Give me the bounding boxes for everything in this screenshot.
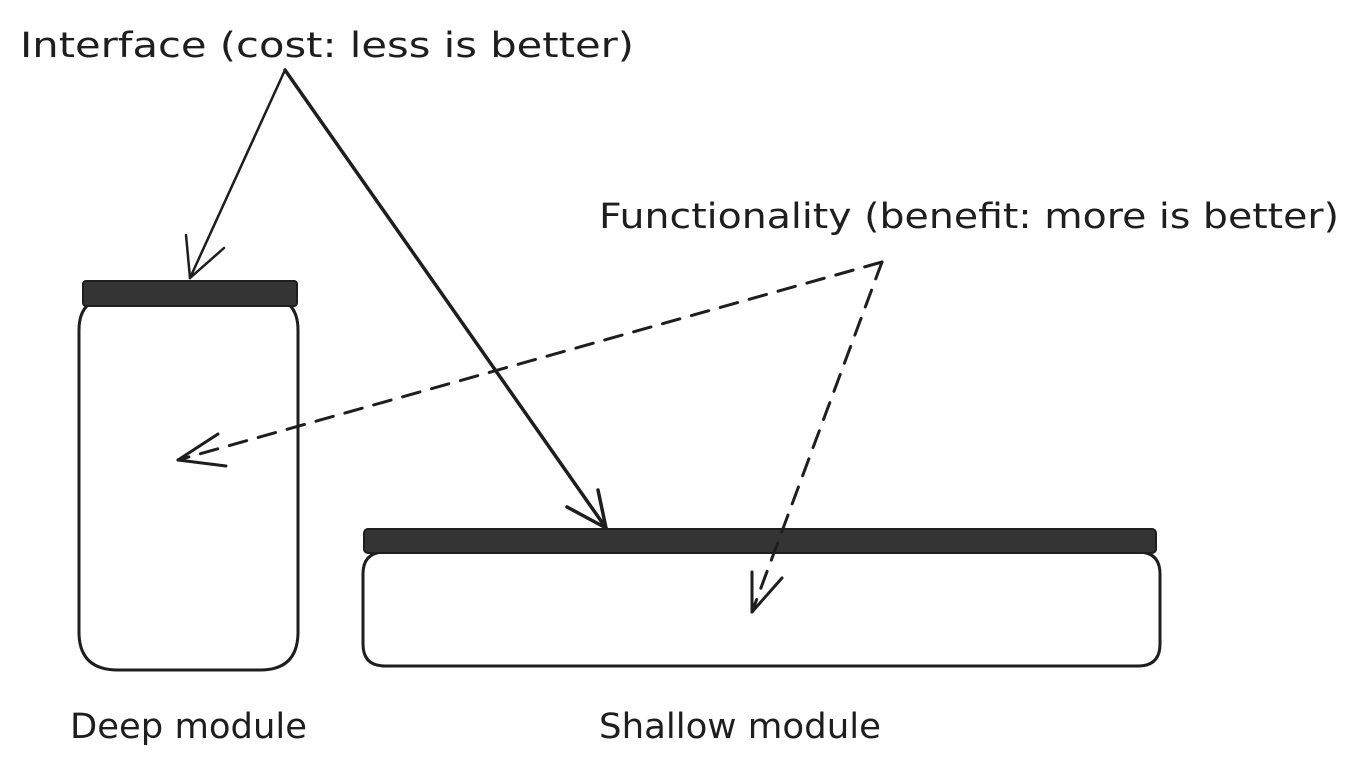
interface-arrow-deep <box>184 68 287 280</box>
deep-module-label: Deep module <box>70 707 307 747</box>
functionality-arrow-deep <box>176 260 884 468</box>
functionality-label: Functionality (benefit: more is better) <box>599 197 1339 237</box>
shallow-module-label: Shallow module <box>599 707 881 747</box>
interface-arrow-shallow <box>283 68 608 530</box>
interface-label: Interface (cost: less is better) <box>20 26 634 66</box>
deep-module-interface <box>82 280 298 307</box>
functionality-arrow-shallow <box>750 260 884 614</box>
shallow-module-body <box>361 550 1162 668</box>
shallow-module-interface <box>363 528 1157 554</box>
deep-module-body <box>77 294 300 672</box>
